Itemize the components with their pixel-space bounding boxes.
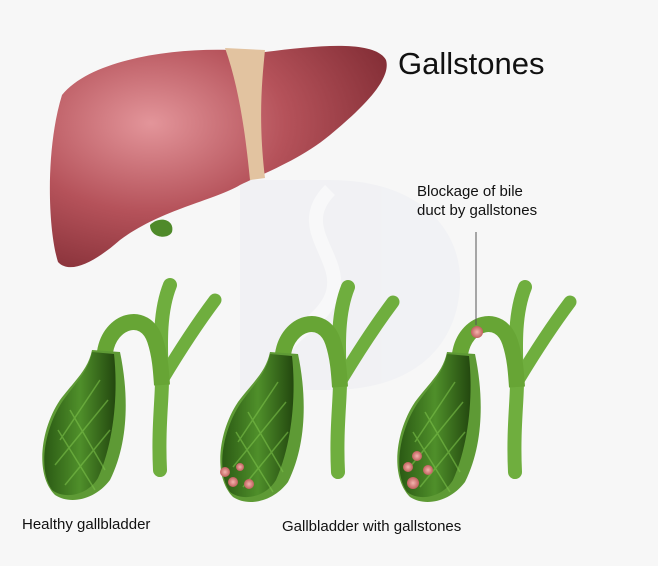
blocking-stone bbox=[471, 326, 483, 338]
callout-line-1: Blockage of bile bbox=[417, 183, 523, 200]
gallstones-label: Gallbladder with gallstones bbox=[282, 518, 462, 535]
gallstones bbox=[220, 326, 483, 489]
diagram-title: Gallstones bbox=[398, 46, 545, 81]
liver bbox=[49, 45, 387, 268]
healthy-gallbladder bbox=[42, 285, 215, 500]
callout-line-2: duct by gallstones bbox=[417, 202, 538, 219]
healthy-label: Healthy gallbladder bbox=[22, 516, 151, 533]
blockage-callout: Blockage of bile duct by gallstones bbox=[417, 182, 537, 220]
